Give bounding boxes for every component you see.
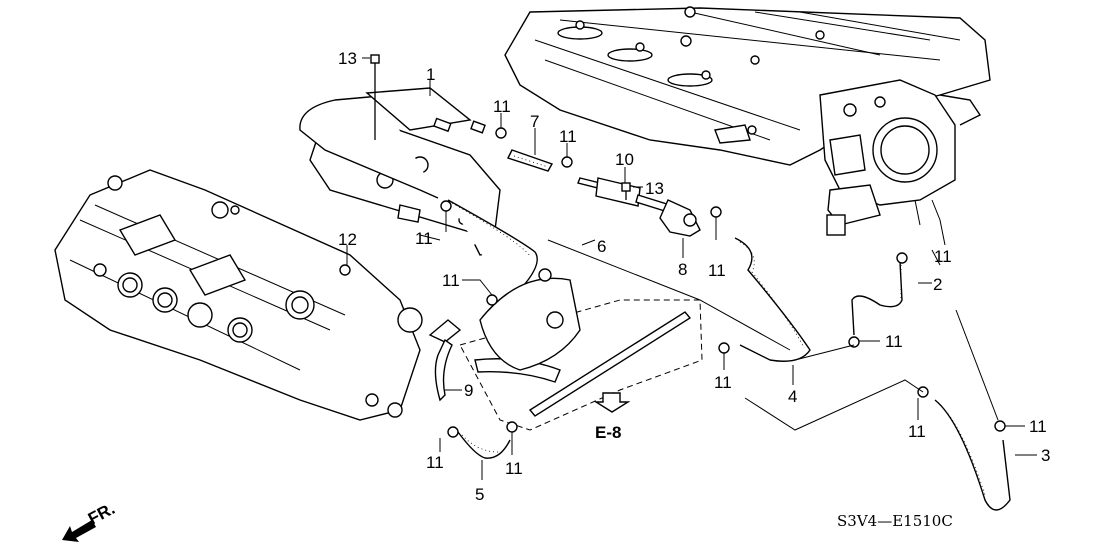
bolts: [339, 54, 631, 276]
callout-11[interactable]: 11: [1029, 417, 1047, 436]
callout-11[interactable]: 11: [505, 459, 523, 478]
hose-2: [851, 261, 903, 336]
callout-13[interactable]: 13: [645, 179, 664, 198]
callout-12[interactable]: 12: [338, 230, 357, 249]
water-pipe-assembly: [428, 268, 703, 431]
water-bypass-pipe: [299, 87, 486, 199]
callout-11[interactable]: 11: [415, 229, 433, 248]
callout-11[interactable]: 11: [714, 373, 732, 392]
callout-11[interactable]: 11: [908, 422, 926, 441]
leader-lines: [346, 57, 1037, 480]
diagram-code: S3V4—E1510C: [837, 512, 953, 530]
callout-2[interactable]: 2: [933, 275, 942, 294]
hose-4: [734, 237, 811, 362]
callout-1[interactable]: 1: [426, 65, 435, 84]
callout-11[interactable]: 11: [426, 453, 444, 472]
intake-manifold: [504, 6, 991, 166]
callout-11[interactable]: 11: [885, 332, 903, 351]
callout-6[interactable]: 6: [597, 237, 606, 256]
cylinder-head-cover: [54, 169, 423, 421]
callout-8[interactable]: 8: [678, 260, 687, 279]
callout-9[interactable]: 9: [464, 381, 473, 400]
callout-5[interactable]: 5: [475, 485, 484, 504]
callout-11[interactable]: 11: [442, 271, 460, 290]
callout-3[interactable]: 3: [1041, 446, 1050, 465]
reference-label[interactable]: E-8: [595, 423, 621, 442]
front-direction-arrow-icon: [62, 520, 96, 542]
bracket-8: [659, 199, 701, 237]
hose-6: [447, 199, 538, 301]
hose-5: [457, 431, 511, 459]
hose-7: [507, 149, 554, 172]
callout-7[interactable]: 7: [530, 112, 539, 131]
throttle-body: [819, 79, 982, 246]
callout-11[interactable]: 11: [708, 261, 726, 280]
hose-3: [934, 399, 1011, 511]
callout-11[interactable]: 11: [493, 97, 511, 116]
callout-11[interactable]: 11: [559, 127, 577, 146]
callout-13[interactable]: 13: [338, 49, 357, 68]
callout-10[interactable]: 10: [615, 150, 634, 169]
callout-11[interactable]: 11: [934, 247, 952, 266]
reference-arrow: [593, 392, 631, 413]
callout-4[interactable]: 4: [788, 387, 797, 406]
